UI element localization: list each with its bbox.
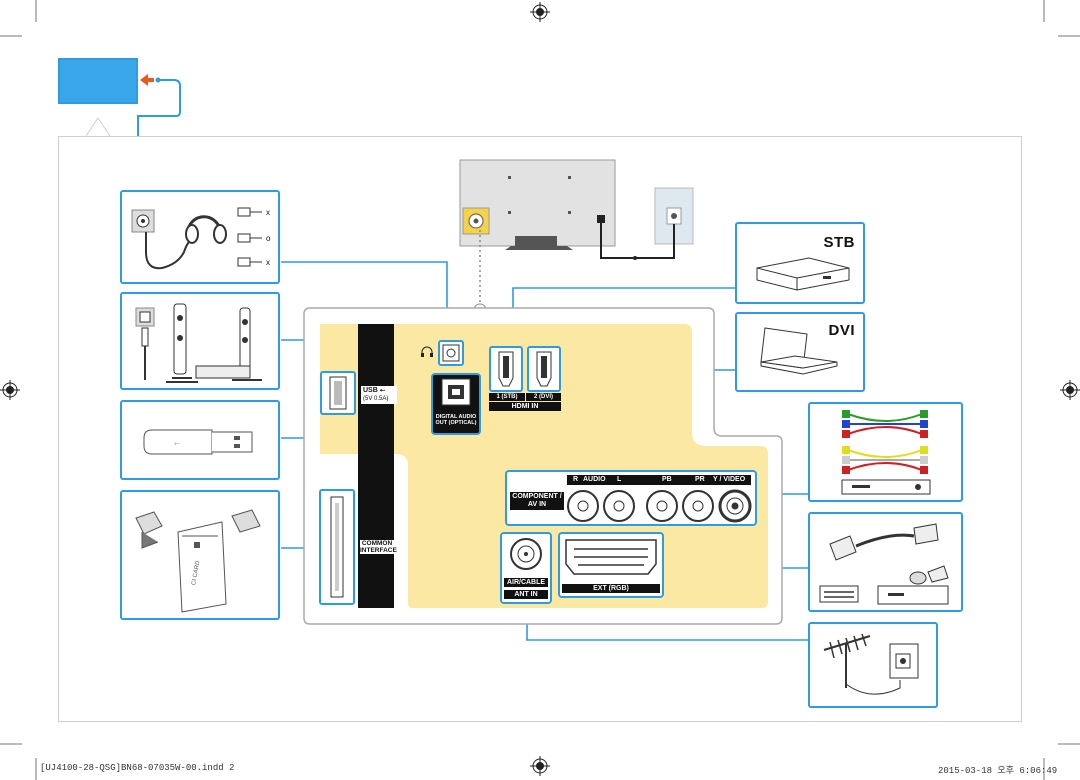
set-top-box-icon bbox=[756, 257, 850, 291]
hdmi-ports: 1 (STB) 2 (DVI) HDMI IN bbox=[489, 346, 561, 411]
headphone-jack[interactable] bbox=[438, 340, 464, 366]
hdmi-port-2[interactable] bbox=[527, 346, 561, 392]
component-av-in-label: COMPONENT / AV IN bbox=[510, 492, 564, 510]
common-interface-slot[interactable] bbox=[319, 489, 355, 605]
headphone-device-box: x o x bbox=[120, 190, 280, 284]
soundbar-device-box bbox=[120, 292, 280, 390]
diagram-frame bbox=[58, 136, 1022, 722]
rca-jacks bbox=[567, 489, 752, 523]
headphone-icon bbox=[421, 346, 433, 357]
registration-mark-left bbox=[0, 380, 20, 400]
y-video-label: Y / VIDEO bbox=[713, 476, 746, 483]
component-cables-illustration bbox=[841, 410, 931, 495]
pb-label: PB bbox=[662, 476, 672, 483]
usb-drive-illustration: ⭠ bbox=[143, 429, 253, 455]
usb-label: USB ⭠ (5V 0.5A) bbox=[361, 386, 397, 404]
usb-device-box: ⭠ bbox=[120, 400, 280, 480]
ext-rgb-port[interactable]: EXT (RGB) bbox=[558, 532, 664, 598]
plug-arrow-icon bbox=[137, 74, 181, 136]
laptop-icon bbox=[760, 327, 838, 375]
usb-spec: (5V 0.5A) bbox=[363, 396, 389, 402]
footer-datetime: 2015-03-18 오후 6:06:49 bbox=[938, 766, 1058, 776]
dvi-device-box: DVI bbox=[735, 312, 865, 392]
stb-label: STB bbox=[823, 234, 855, 251]
tv-back-illustration bbox=[459, 159, 694, 260]
component-device-box bbox=[808, 402, 963, 502]
usb-label-text: USB bbox=[363, 387, 378, 394]
pr-label: PR bbox=[695, 476, 705, 483]
frame-notch bbox=[86, 117, 110, 137]
hdmi-port1-label: 1 (STB) bbox=[489, 393, 525, 401]
footer-file: [UJ4100-28-QSG]BN68-07035W-00.indd 2 bbox=[40, 763, 235, 773]
ant-in-port[interactable]: AIR/CABLE ANT IN bbox=[500, 532, 552, 604]
ci-card-device-box: CI CARD bbox=[120, 490, 280, 620]
common-interface-label: COMMON INTERFACE bbox=[360, 540, 397, 554]
audio-l-label: L bbox=[617, 476, 622, 483]
scart-cable-illustration bbox=[819, 523, 949, 605]
section-tab bbox=[58, 58, 138, 104]
audio-header: R AUDIO L PB PR Y / VIDEO bbox=[567, 475, 751, 485]
air-cable-label: AIR/CABLE bbox=[504, 578, 548, 587]
legend-mark-2: o bbox=[266, 234, 271, 243]
component-av-in-block: R AUDIO L PB PR Y / VIDEO COMPONENT / AV… bbox=[505, 470, 757, 526]
ci-card-illustration bbox=[135, 509, 261, 613]
hdmi-port2-label: 2 (DVI) bbox=[526, 393, 561, 401]
dvi-label: DVI bbox=[828, 322, 855, 339]
audio-r-label: R bbox=[573, 476, 579, 483]
hdmi-port-1[interactable] bbox=[489, 346, 523, 392]
digital-audio-out-port[interactable]: DIGITAL AUDIO OUT (OPTICAL) bbox=[431, 373, 481, 435]
ant-in-label: ANT IN bbox=[504, 590, 548, 599]
digital-audio-out-label: DIGITAL AUDIO OUT (OPTICAL) bbox=[435, 414, 477, 426]
registration-mark-bottom bbox=[530, 756, 550, 776]
usb-port[interactable] bbox=[320, 371, 356, 415]
home-theater-illustration bbox=[135, 303, 262, 383]
legend-mark-1: x bbox=[266, 208, 270, 217]
stb-device-box: STB bbox=[735, 222, 865, 304]
usb-icon: ⭠ bbox=[377, 387, 386, 394]
antenna-illustration bbox=[823, 633, 919, 695]
scart-device-box bbox=[808, 512, 963, 612]
hdmi-in-label: HDMI IN bbox=[489, 402, 561, 411]
registration-mark-top bbox=[530, 2, 550, 22]
headphone-illustration bbox=[131, 207, 262, 270]
legend-mark-3: x bbox=[266, 258, 270, 267]
antenna-device-box bbox=[808, 622, 938, 708]
audio-label: AUDIO bbox=[583, 476, 606, 483]
ext-rgb-label: EXT (RGB) bbox=[562, 584, 660, 593]
svg-text:⭠: ⭠ bbox=[174, 439, 181, 448]
registration-mark-right bbox=[1060, 380, 1080, 400]
